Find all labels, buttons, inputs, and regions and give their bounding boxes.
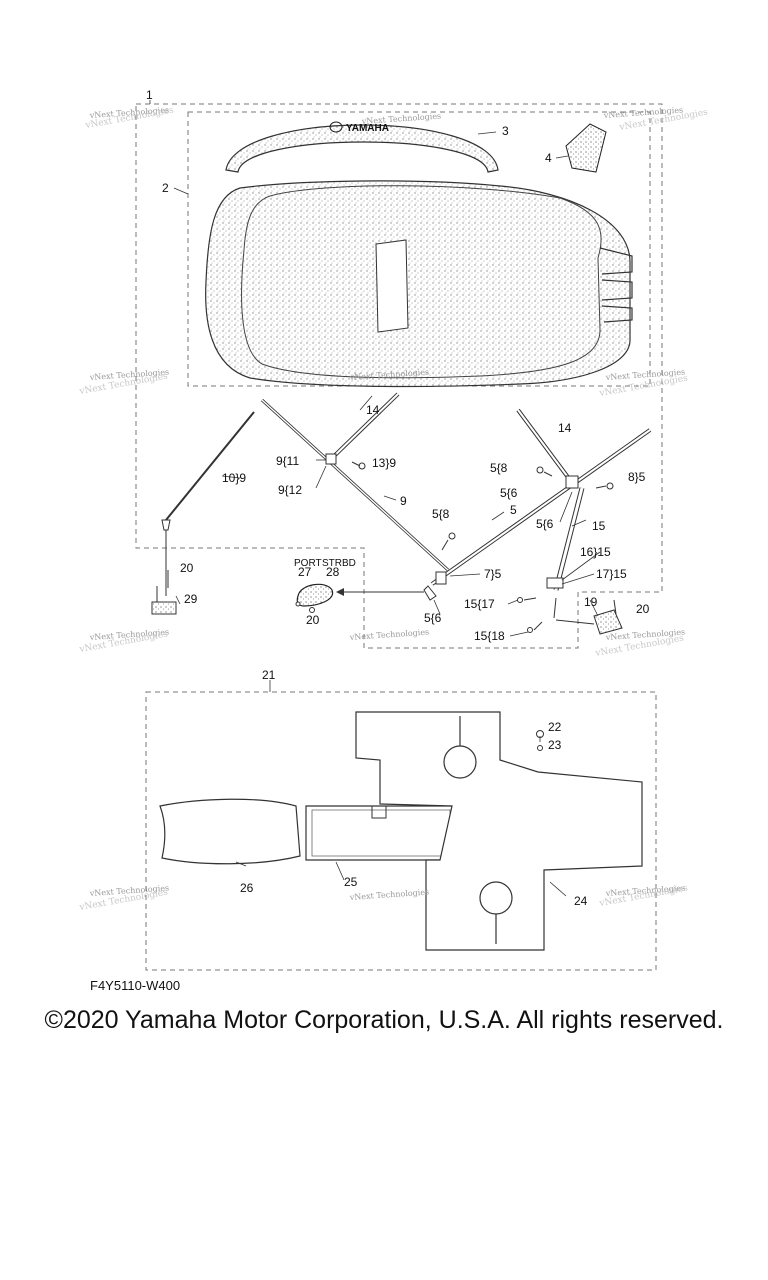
cover-cutout	[375, 239, 409, 333]
callout-27: 27	[298, 565, 312, 579]
callout-15-17: 15{17	[464, 597, 495, 611]
callout-1: 1	[146, 88, 153, 102]
callout-9-12: 9{12	[278, 483, 302, 497]
part-19-bracket	[593, 609, 623, 635]
bracket-arrowhead	[336, 588, 344, 596]
part-16-clip	[546, 577, 564, 589]
part-19-arrow	[555, 619, 595, 625]
callout-3: 3	[502, 124, 509, 138]
copyright-notice: ©2020 Yamaha Motor Corporation, U.S.A. A…	[44, 1006, 724, 1034]
label-strbd: STRBD	[322, 558, 356, 569]
cover-seat-outline	[241, 185, 602, 379]
callout-13-9: 13}9	[372, 456, 396, 470]
leader-lines	[149, 100, 601, 897]
svg-text:vNext Technologies: vNext Technologies	[349, 627, 430, 642]
callout-2: 2	[162, 181, 169, 195]
label-port: PORT	[294, 558, 322, 569]
callout-24: 24	[574, 894, 588, 908]
part-10-end	[161, 519, 171, 531]
callout-5-8a: 5{8	[432, 507, 450, 521]
part-5-pole-inner	[431, 429, 651, 585]
figure-code: F4Y5110-W400	[90, 978, 181, 993]
part-14a-pole-inner	[329, 393, 399, 461]
joint-right	[565, 475, 579, 489]
joint-bottom	[435, 571, 447, 585]
callout-17-15: 17}15	[596, 567, 627, 581]
part-10-pole	[165, 411, 255, 521]
callout-5-8b: 5{8	[490, 461, 508, 475]
cover-notches	[599, 247, 633, 323]
callout-29: 29	[184, 592, 198, 606]
callout-10-9: 10}9	[222, 471, 246, 485]
callout-labels: 1 2 3 4 10}9 14 9{11 13}9 9{12 9 5{8 5 7…	[146, 88, 650, 908]
part-26-mat	[159, 798, 301, 865]
callout-5-6b: 5{6	[500, 486, 518, 500]
callout-14b: 14	[558, 421, 572, 435]
callout-23: 23	[548, 738, 562, 752]
callout-20a: 20	[180, 561, 194, 575]
part-3-strap	[225, 124, 499, 173]
svg-text:vNext Technologies: vNext Technologies	[361, 111, 442, 126]
callout-4: 4	[545, 151, 552, 165]
part-27-28-bracket	[296, 583, 334, 607]
part-2-cover	[205, 180, 631, 388]
screws	[156, 461, 617, 633]
callout-9-11: 9{11	[276, 454, 299, 468]
callout-14a: 14	[366, 403, 380, 417]
callout-22: 22	[548, 720, 562, 734]
parts-diagram: YAMAHA	[78, 88, 709, 971]
callout-9: 9	[400, 494, 407, 508]
logo-text: YAMAHA	[346, 123, 389, 134]
callout-5-6a: 5{6	[424, 611, 442, 625]
mat-box	[145, 691, 657, 971]
part-23-fastener	[537, 745, 543, 751]
part-25-mat	[305, 805, 455, 861]
yamaha-logo-icon	[329, 121, 343, 133]
callout-28: 28	[326, 565, 340, 579]
mat-notch	[371, 806, 387, 819]
assembly-1-outline	[135, 103, 663, 649]
part-4-bag	[565, 123, 607, 173]
callout-21: 21	[262, 668, 276, 682]
callout-25: 25	[344, 875, 358, 889]
callout-20b: 20	[636, 602, 650, 616]
bracket-screw	[309, 607, 315, 613]
mat-circle-top	[443, 745, 477, 779]
callout-20c: 20	[306, 613, 320, 627]
callout-15-18: 15{18	[474, 629, 505, 643]
bracket-screw-2	[295, 601, 301, 607]
callout-7-5: 7}5	[484, 567, 502, 581]
mat-circle-bottom	[479, 881, 513, 915]
part-15-pole-inner	[554, 487, 584, 591]
callout-8-5: 8}5	[628, 470, 646, 484]
callout-5-6c: 5{6	[536, 517, 554, 531]
callout-15: 15	[592, 519, 606, 533]
callout-26: 26	[240, 881, 254, 895]
callout-5: 5	[510, 503, 517, 517]
part-9-pole-outline	[261, 399, 449, 571]
callout-19: 19	[584, 595, 598, 609]
svg-text:vNext Technologies: vNext Technologies	[349, 887, 430, 902]
callout-16-15: 16}15	[580, 545, 611, 559]
part-24-mat	[355, 711, 643, 951]
part-29-bracket	[151, 601, 177, 615]
joint-left	[325, 453, 337, 465]
part-14b-pole-inner	[517, 409, 571, 481]
joint-end-5	[423, 585, 437, 601]
